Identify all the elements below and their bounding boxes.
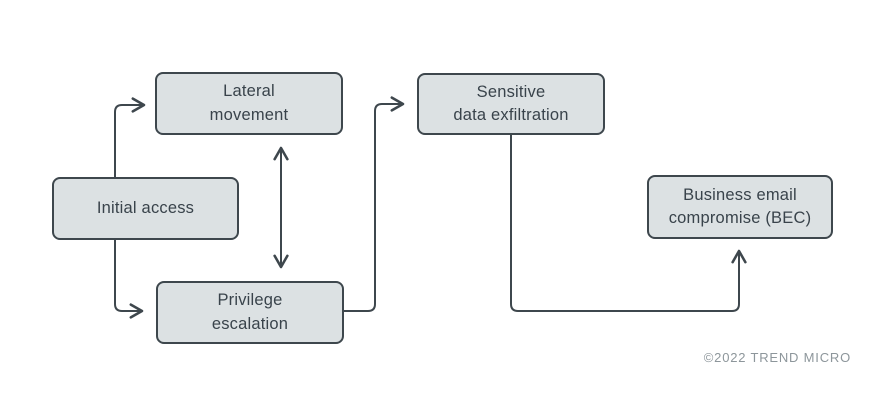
edge-exfiltration-to-bec	[510, 134, 747, 312]
node-sensitive-data-exfiltration: Sensitive data exfiltration	[417, 73, 605, 135]
node-privilege-escalation-label: Privilege escalation	[211, 291, 289, 333]
node-initial-access: Initial access	[52, 177, 239, 240]
edge-privilege-to-exfiltration	[343, 96, 405, 312]
edge-initial-to-lateral	[114, 97, 146, 178]
copyright-watermark: ©2022 TREND MICRO	[703, 350, 851, 365]
node-business-email-compromise: Business email compromise (BEC)	[647, 175, 833, 239]
node-business-email-compromise-label: Business email compromise (BEC)	[668, 185, 812, 227]
node-privilege-escalation: Privilege escalation	[156, 281, 344, 344]
node-initial-access-label: Initial access	[96, 198, 195, 217]
node-sensitive-data-exfiltration-label: Sensitive data exfiltration	[453, 82, 569, 124]
edge-initial-to-privilege	[114, 239, 144, 319]
node-lateral-movement-label: Lateral movement	[209, 82, 289, 124]
node-lateral-movement: Lateral movement	[155, 72, 343, 135]
